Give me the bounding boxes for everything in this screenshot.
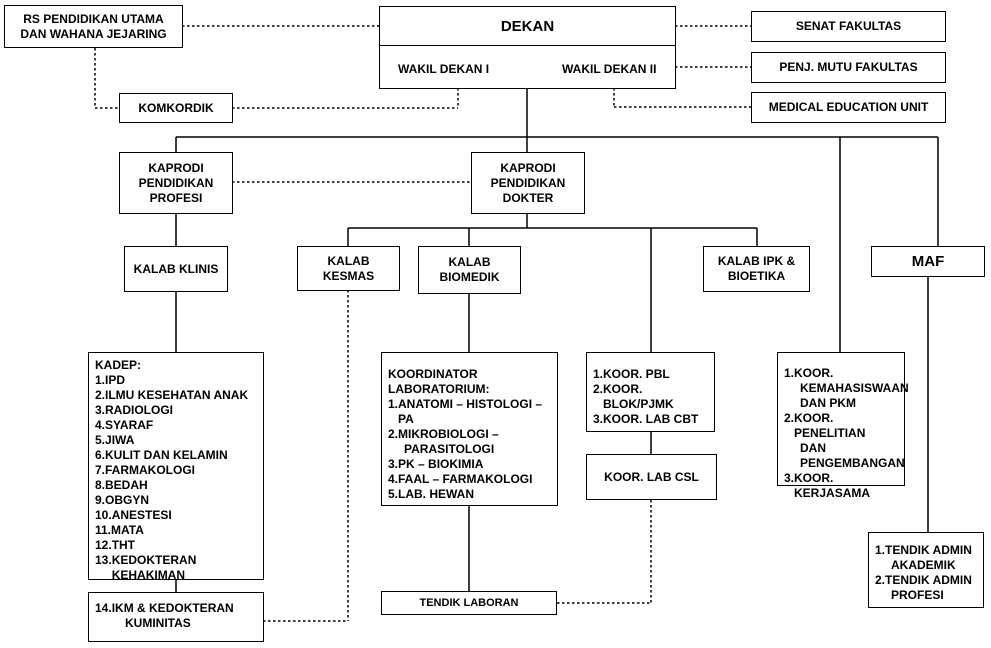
kalab-kesmas-box: KALAB KESMAS — [297, 246, 400, 291]
list-item: 12. THT — [95, 538, 136, 552]
rs-pendidikan-box: RS PENDIDIKAN UTAMA DAN WAHANA JEJARING — [4, 5, 183, 48]
rs-pendidikan-line-1: RS PENDIDIKAN UTAMA — [23, 11, 164, 26]
kalab-kesmas-line-1: KALAB — [327, 253, 370, 268]
koordinator-lab-header-1: KOORDINATOR — [388, 367, 478, 381]
list-item: 7. FARMAKOLOGI — [95, 463, 196, 477]
list-item-continuation: DAN — [800, 441, 826, 455]
kalab-ipk-line-1: KALAB IPK & — [717, 254, 796, 268]
list-item: 4. SYARAF — [95, 418, 154, 432]
kaprodi-dokter-line-3: DOKTER — [502, 190, 554, 205]
list-item: 3. KOOR. KERJASAMA — [784, 471, 871, 500]
koor-maf-box: 1. KOOR. KEMAHASISWAAN DAN PKM 2. KOOR. … — [777, 352, 909, 500]
list-item-continuation: PARASITOLOGI — [404, 442, 495, 456]
list-item: 1. KOOR. — [784, 366, 834, 380]
komkordik-box: KOMKORDIK — [119, 93, 233, 123]
kaprodi-dokter-box: KAPRODI PENDIDIKAN DOKTER — [471, 152, 585, 214]
list-item: 2. TENDIK ADMIN — [875, 573, 972, 587]
kaprodi-dokter-line-1: KAPRODI — [500, 160, 556, 175]
list-item: 14. IKM & KEDOKTERAN — [95, 601, 234, 615]
medical-education-unit-box: MEDICAL EDUCATION UNIT — [751, 92, 946, 123]
list-item-continuation: AKADEMIK — [891, 558, 956, 572]
list-item-continuation: PROFESI — [891, 588, 944, 602]
list-item: 2. KOOR. BLOK/PJMK — [593, 382, 674, 411]
kaprodi-profesi-line-2: PENDIDIKAN — [138, 175, 214, 190]
list-item: 11. MATA — [95, 523, 144, 537]
list-item: 1. TENDIK ADMIN — [875, 543, 972, 557]
dekan-divider — [380, 45, 675, 46]
dekan-box: DEKAN WAKIL DEKAN I WAKIL DEKAN II — [379, 6, 676, 89]
list-item: 9. OBGYN — [95, 493, 150, 507]
kaprodi-dokter-line-2: PENDIDIKAN — [490, 175, 566, 190]
kalab-ipk-box: KALAB IPK & BIOETIKA — [703, 246, 810, 292]
kaprodi-profesi-line-3: PROFESI — [149, 190, 203, 205]
list-item: 8. BEDAH — [95, 478, 148, 492]
list-item: 10. ANESTESI — [95, 508, 172, 522]
list-item: 3. RADIOLOGI — [95, 403, 174, 417]
wakil-dekan-2: WAKIL DEKAN II — [562, 62, 657, 76]
list-item-continuation: PENGEMBANGAN — [800, 456, 905, 470]
ikm-line-2: KUMINITAS — [125, 616, 191, 630]
kalab-biomedik-line-2: BIOMEDIK — [439, 270, 500, 284]
dekan-title: DEKAN — [500, 17, 555, 35]
ikm-box: 14. IKM & KEDOKTERAN KUMINITAS — [88, 592, 264, 642]
list-item: 2. MIKROBIOLOGI – — [388, 427, 499, 441]
maf-box: MAF — [871, 246, 985, 277]
list-item: 5. JIWA — [95, 433, 135, 447]
list-item: 3. KOOR. LAB CBT — [593, 412, 699, 426]
kaprodi-profesi-line-1: KAPRODI — [148, 160, 204, 175]
tendik-laboran-box: TENDIK LABORAN — [381, 591, 557, 615]
kalab-kesmas-line-2: KESMAS — [322, 268, 375, 283]
senat-fakultas-box: SENAT FAKULTAS — [751, 11, 946, 42]
kalab-klinis-box: KALAB KLINIS — [124, 246, 228, 292]
koor-pbl-box: 1. KOOR. PBL 2. KOOR. BLOK/PJMK 3. KOOR.… — [586, 352, 715, 432]
list-item: 3. PK – BIOKIMIA — [388, 457, 484, 471]
list-item-continuation: KEMAHASISWAAN — [800, 381, 909, 395]
koordinator-lab-box: KOORDINATOR LABORATORIUM: 1. ANATOMI – H… — [381, 352, 558, 506]
kalab-biomedik-box: KALAB BIOMEDIK — [418, 246, 521, 294]
kalab-ipk-line-2: BIOETIKA — [727, 269, 786, 283]
list-item: 13. KEDOKTERAN KEHAKIMAN — [95, 553, 197, 582]
wakil-dekan-1: WAKIL DEKAN I — [398, 62, 490, 76]
list-item: 1. KOOR. PBL — [593, 367, 670, 381]
tendik-admin-box: 1. TENDIK ADMIN AKADEMIK 2. TENDIK ADMIN… — [868, 532, 984, 608]
list-item: 1. ANATOMI – HISTOLOGI – PA — [388, 397, 543, 426]
kadep-box: KADEP: 1. IPD 2. ILMU KESEHATAN ANAK 3. … — [88, 352, 264, 582]
list-item-continuation: DAN PKM — [800, 396, 856, 410]
rs-pendidikan-line-2: DAN WAHANA JEJARING — [20, 26, 167, 41]
kadep-header: KADEP: — [95, 358, 142, 372]
penj-mutu-box: PENJ. MUTU FAKULTAS — [751, 52, 946, 83]
koordinator-lab-header-2: LABORATORIUM: — [388, 382, 490, 396]
kalab-biomedik-line-1: KALAB — [448, 255, 491, 269]
list-item: 4. FAAL – FARMAKOLOGI — [388, 472, 533, 486]
list-item: 5. LAB. HEWAN — [388, 487, 475, 501]
list-item: 6. KULIT DAN KELAMIN — [95, 448, 228, 462]
list-item: 1. IPD — [95, 373, 126, 387]
koor-lab-csl-box: KOOR. LAB CSL — [586, 454, 717, 500]
list-item: 2. ILMU KESEHATAN ANAK — [95, 388, 249, 402]
list-item: 2. KOOR. PENELITIAN — [784, 411, 866, 440]
kaprodi-profesi-box: KAPRODI PENDIDIKAN PROFESI — [119, 152, 233, 214]
